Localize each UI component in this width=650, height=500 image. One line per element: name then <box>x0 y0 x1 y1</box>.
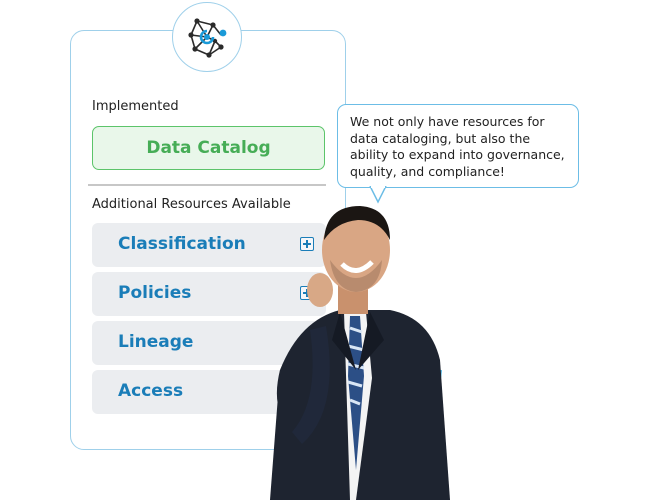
network-brain-logo-icon <box>188 18 227 58</box>
logo-badge <box>172 2 242 72</box>
speech-bubble: We not only have resources for data cata… <box>337 104 579 188</box>
resource-item-label: Policies <box>118 283 192 303</box>
additional-resources-label: Additional Resources Available <box>92 197 291 212</box>
speech-bubble-tail <box>369 186 387 204</box>
add-icon[interactable] <box>300 237 314 251</box>
resource-item-label: Access <box>118 381 184 401</box>
data-catalog-button[interactable]: Data Catalog <box>92 126 325 170</box>
resource-item-label: Lineage <box>118 332 194 352</box>
divider <box>88 184 326 186</box>
businessman-photo <box>270 206 450 500</box>
resource-item-policies[interactable]: Policies <box>92 272 326 316</box>
resource-item-classification[interactable]: Classification <box>92 223 326 267</box>
resource-item-label: Classification <box>118 234 246 254</box>
implemented-label: Implemented <box>92 99 179 114</box>
